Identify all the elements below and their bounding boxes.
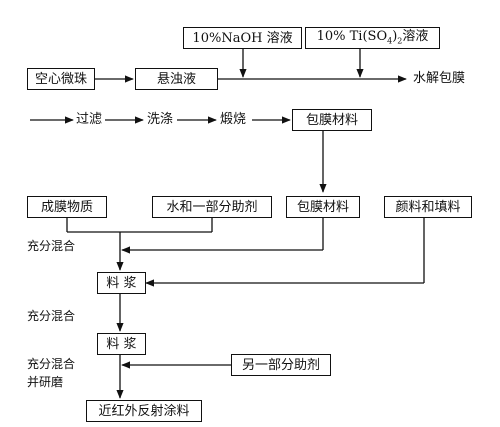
box-pigment-text: 颜料和填料 [395, 199, 461, 215]
box-water-additives: 水和一部分助剂 [152, 196, 272, 218]
tiso-suffix: 溶液 [402, 29, 429, 45]
box-other-aux-text: 另一部分助剂 [241, 357, 320, 373]
label-hydrolysis-coating: 水解包膜 [413, 71, 466, 86]
box-suspension-text: 悬浊液 [156, 71, 196, 87]
label-wash: 洗涤 [147, 112, 174, 127]
box-water-aux-text: 水和一部分助剂 [166, 199, 258, 215]
box-nir-reflective-coating: 近红外反射涂料 [86, 400, 202, 422]
box-slurry-1: 料 浆 [97, 272, 146, 294]
box-coated-mid-text: 包膜材料 [296, 199, 349, 215]
box-hollow-microspheres: 空心微珠 [27, 68, 95, 90]
box-slurry2-text: 料 浆 [106, 336, 137, 352]
box-suspension: 悬浊液 [135, 68, 218, 90]
box-naoh-solution: 10%NaOH 溶液 [183, 27, 302, 49]
box-naoh-text: 10%NaOH 溶液 [192, 30, 293, 46]
box-tiso-text: 10% Ti(SO4)2溶液 [317, 30, 429, 46]
tiso-sub2: 2 [397, 36, 403, 46]
box-slurry-2: 料 浆 [97, 333, 146, 355]
box-tiso4-solution: 10% Ti(SO4)2溶液 [305, 27, 440, 49]
label-mix-2: 充分混合 [27, 309, 76, 323]
box-coated-material-top: 包膜材料 [292, 109, 372, 131]
tiso-prefix: 10% Ti(SO [316, 29, 388, 45]
box-other-additives: 另一部分助剂 [231, 354, 331, 376]
box-pigment-filler: 颜料和填料 [384, 196, 472, 218]
box-film-text: 成膜物质 [40, 199, 93, 215]
tiso-sub: 4 [387, 36, 393, 46]
box-final-text: 近红外反射涂料 [98, 403, 190, 419]
tiso-mid: ) [392, 29, 398, 45]
box-hollow-text: 空心微珠 [34, 71, 87, 87]
box-slurry1-text: 料 浆 [106, 275, 137, 291]
label-mix-3-line1: 充分混合 [27, 357, 76, 371]
box-coated-material-mid: 包膜材料 [286, 196, 360, 218]
box-film-forming: 成膜物质 [27, 196, 107, 218]
label-mix-3-line2: 并研磨 [27, 375, 64, 389]
label-calcine: 煅烧 [220, 112, 247, 127]
label-mix-1: 充分混合 [27, 239, 76, 253]
box-coated-top-text: 包膜材料 [305, 112, 358, 128]
label-filter: 过滤 [76, 112, 103, 127]
